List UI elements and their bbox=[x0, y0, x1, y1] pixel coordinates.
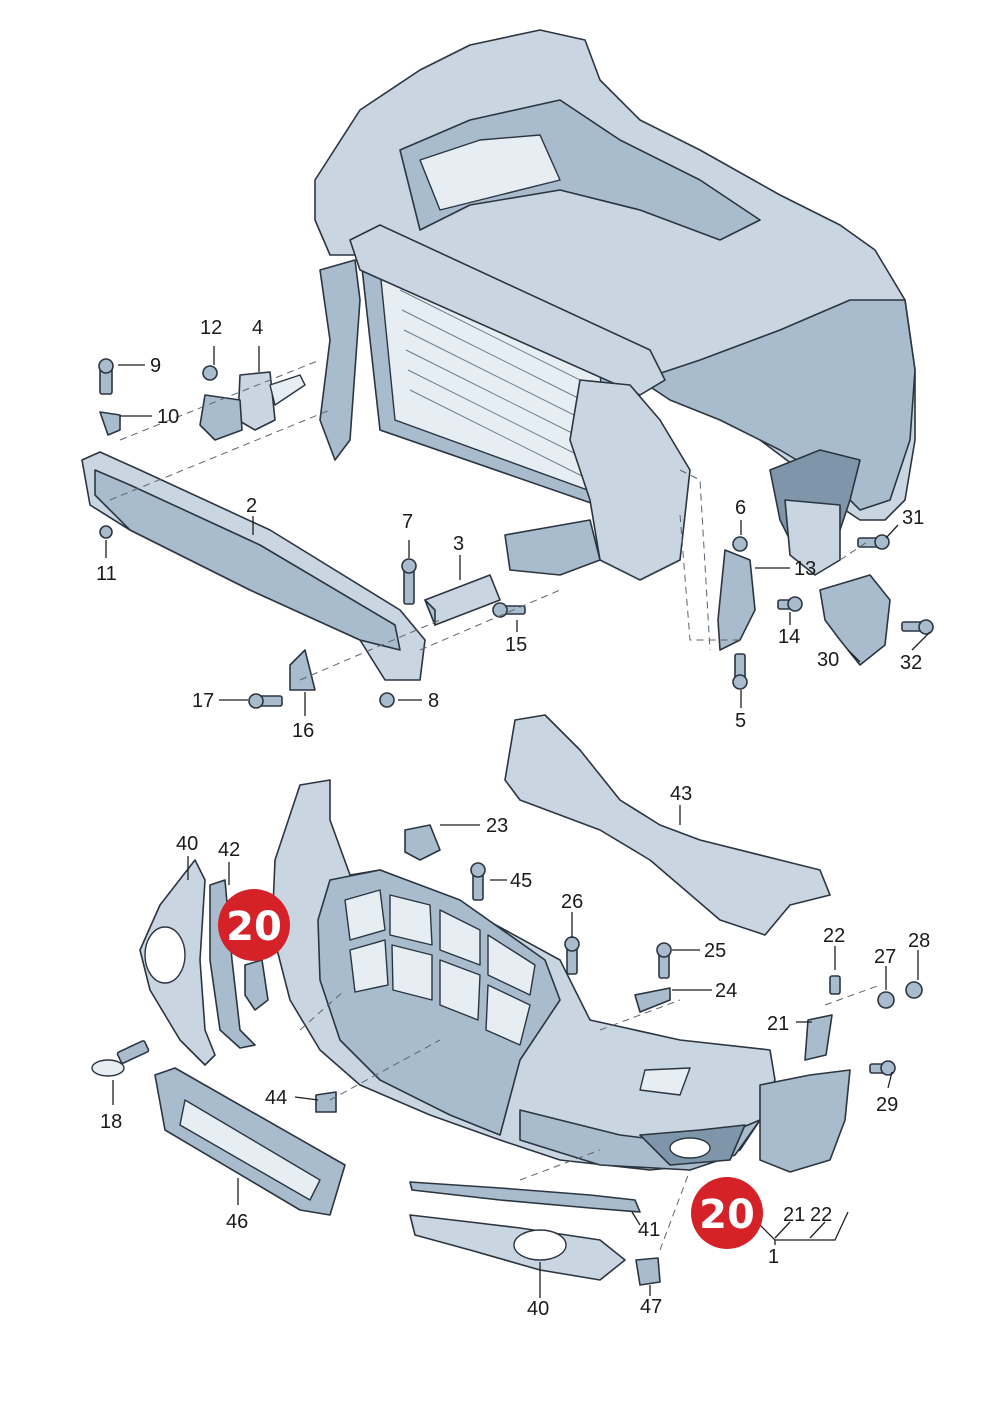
callout-26: 26 bbox=[561, 891, 583, 913]
callout-10: 10 bbox=[157, 406, 179, 428]
callout-14: 14 bbox=[778, 626, 800, 648]
badge-20-left: 20 bbox=[218, 889, 290, 961]
assembly-lines bbox=[109, 359, 881, 1251]
callout-labels: 9 10 12 4 2 11 7 3 15 8 16 17 6 13 14 5 … bbox=[96, 317, 930, 1320]
callout-43: 43 bbox=[670, 783, 692, 805]
callout-24: 24 bbox=[715, 980, 737, 1002]
callout-16: 16 bbox=[292, 720, 314, 742]
leader-lines bbox=[105, 346, 931, 1298]
callout-2: 2 bbox=[246, 495, 257, 517]
callout-1: 1 bbox=[768, 1246, 779, 1268]
callout-8: 8 bbox=[428, 690, 439, 712]
callout-40-left: 40 bbox=[176, 833, 198, 855]
callout-31: 31 bbox=[902, 507, 924, 529]
callout-21-bottom: 21 bbox=[783, 1204, 805, 1226]
callout-23: 23 bbox=[486, 815, 508, 837]
fasteners-upper bbox=[98, 358, 934, 709]
callout-4: 4 bbox=[252, 317, 263, 339]
callout-28: 28 bbox=[908, 930, 930, 952]
trim-strip-41 bbox=[409, 1181, 641, 1213]
callout-12: 12 bbox=[200, 317, 222, 339]
callout-25: 25 bbox=[704, 940, 726, 962]
body-front-structure bbox=[314, 29, 916, 581]
callout-15: 15 bbox=[505, 634, 527, 656]
callout-6: 6 bbox=[735, 497, 746, 519]
bumper-beam-2 bbox=[81, 451, 426, 681]
callout-40-bottom: 40 bbox=[527, 1298, 549, 1320]
license-plate-holder-46 bbox=[154, 1067, 346, 1216]
callout-9: 9 bbox=[150, 355, 161, 377]
callout-42: 42 bbox=[218, 839, 240, 861]
callout-44: 44 bbox=[265, 1087, 287, 1109]
callout-11: 11 bbox=[96, 563, 117, 585]
callout-13: 13 bbox=[794, 558, 816, 580]
callout-21-top: 21 bbox=[767, 1013, 789, 1035]
horn-bracket-3 bbox=[424, 574, 501, 626]
grille-trim-40-left bbox=[139, 859, 216, 1066]
callout-18: 18 bbox=[100, 1111, 122, 1133]
callout-45: 45 bbox=[510, 870, 532, 892]
spoiler-cover-right-1 bbox=[759, 1069, 851, 1173]
callout-46: 46 bbox=[226, 1211, 248, 1233]
bracket-30 bbox=[819, 574, 891, 666]
callout-29: 29 bbox=[876, 1094, 898, 1116]
badge-20-right-text: 20 bbox=[699, 1192, 755, 1238]
air-guide-43 bbox=[504, 714, 831, 936]
callout-3: 3 bbox=[453, 533, 464, 555]
deformation-element-4 bbox=[199, 371, 306, 441]
callout-17: 17 bbox=[192, 690, 214, 712]
grille-insert-40-bottom bbox=[409, 1214, 626, 1281]
callout-32: 32 bbox=[900, 652, 922, 674]
callout-22-bottom: 22 bbox=[810, 1204, 832, 1226]
bracket-13 bbox=[717, 549, 756, 651]
bumper-cover-1 bbox=[271, 779, 776, 1171]
fasteners-lower bbox=[91, 824, 923, 1286]
callout-22-top: 22 bbox=[823, 925, 845, 947]
callout-27: 27 bbox=[874, 946, 896, 968]
callout-41: 41 bbox=[638, 1219, 660, 1241]
callout-47: 47 bbox=[640, 1296, 662, 1318]
callout-5: 5 bbox=[735, 710, 746, 732]
callout-7: 7 bbox=[402, 511, 413, 533]
badge-20-left-text: 20 bbox=[226, 904, 282, 950]
bracket-16 bbox=[289, 649, 316, 691]
badge-20-right: 20 bbox=[691, 1177, 763, 1249]
callout-30: 30 bbox=[817, 649, 839, 671]
